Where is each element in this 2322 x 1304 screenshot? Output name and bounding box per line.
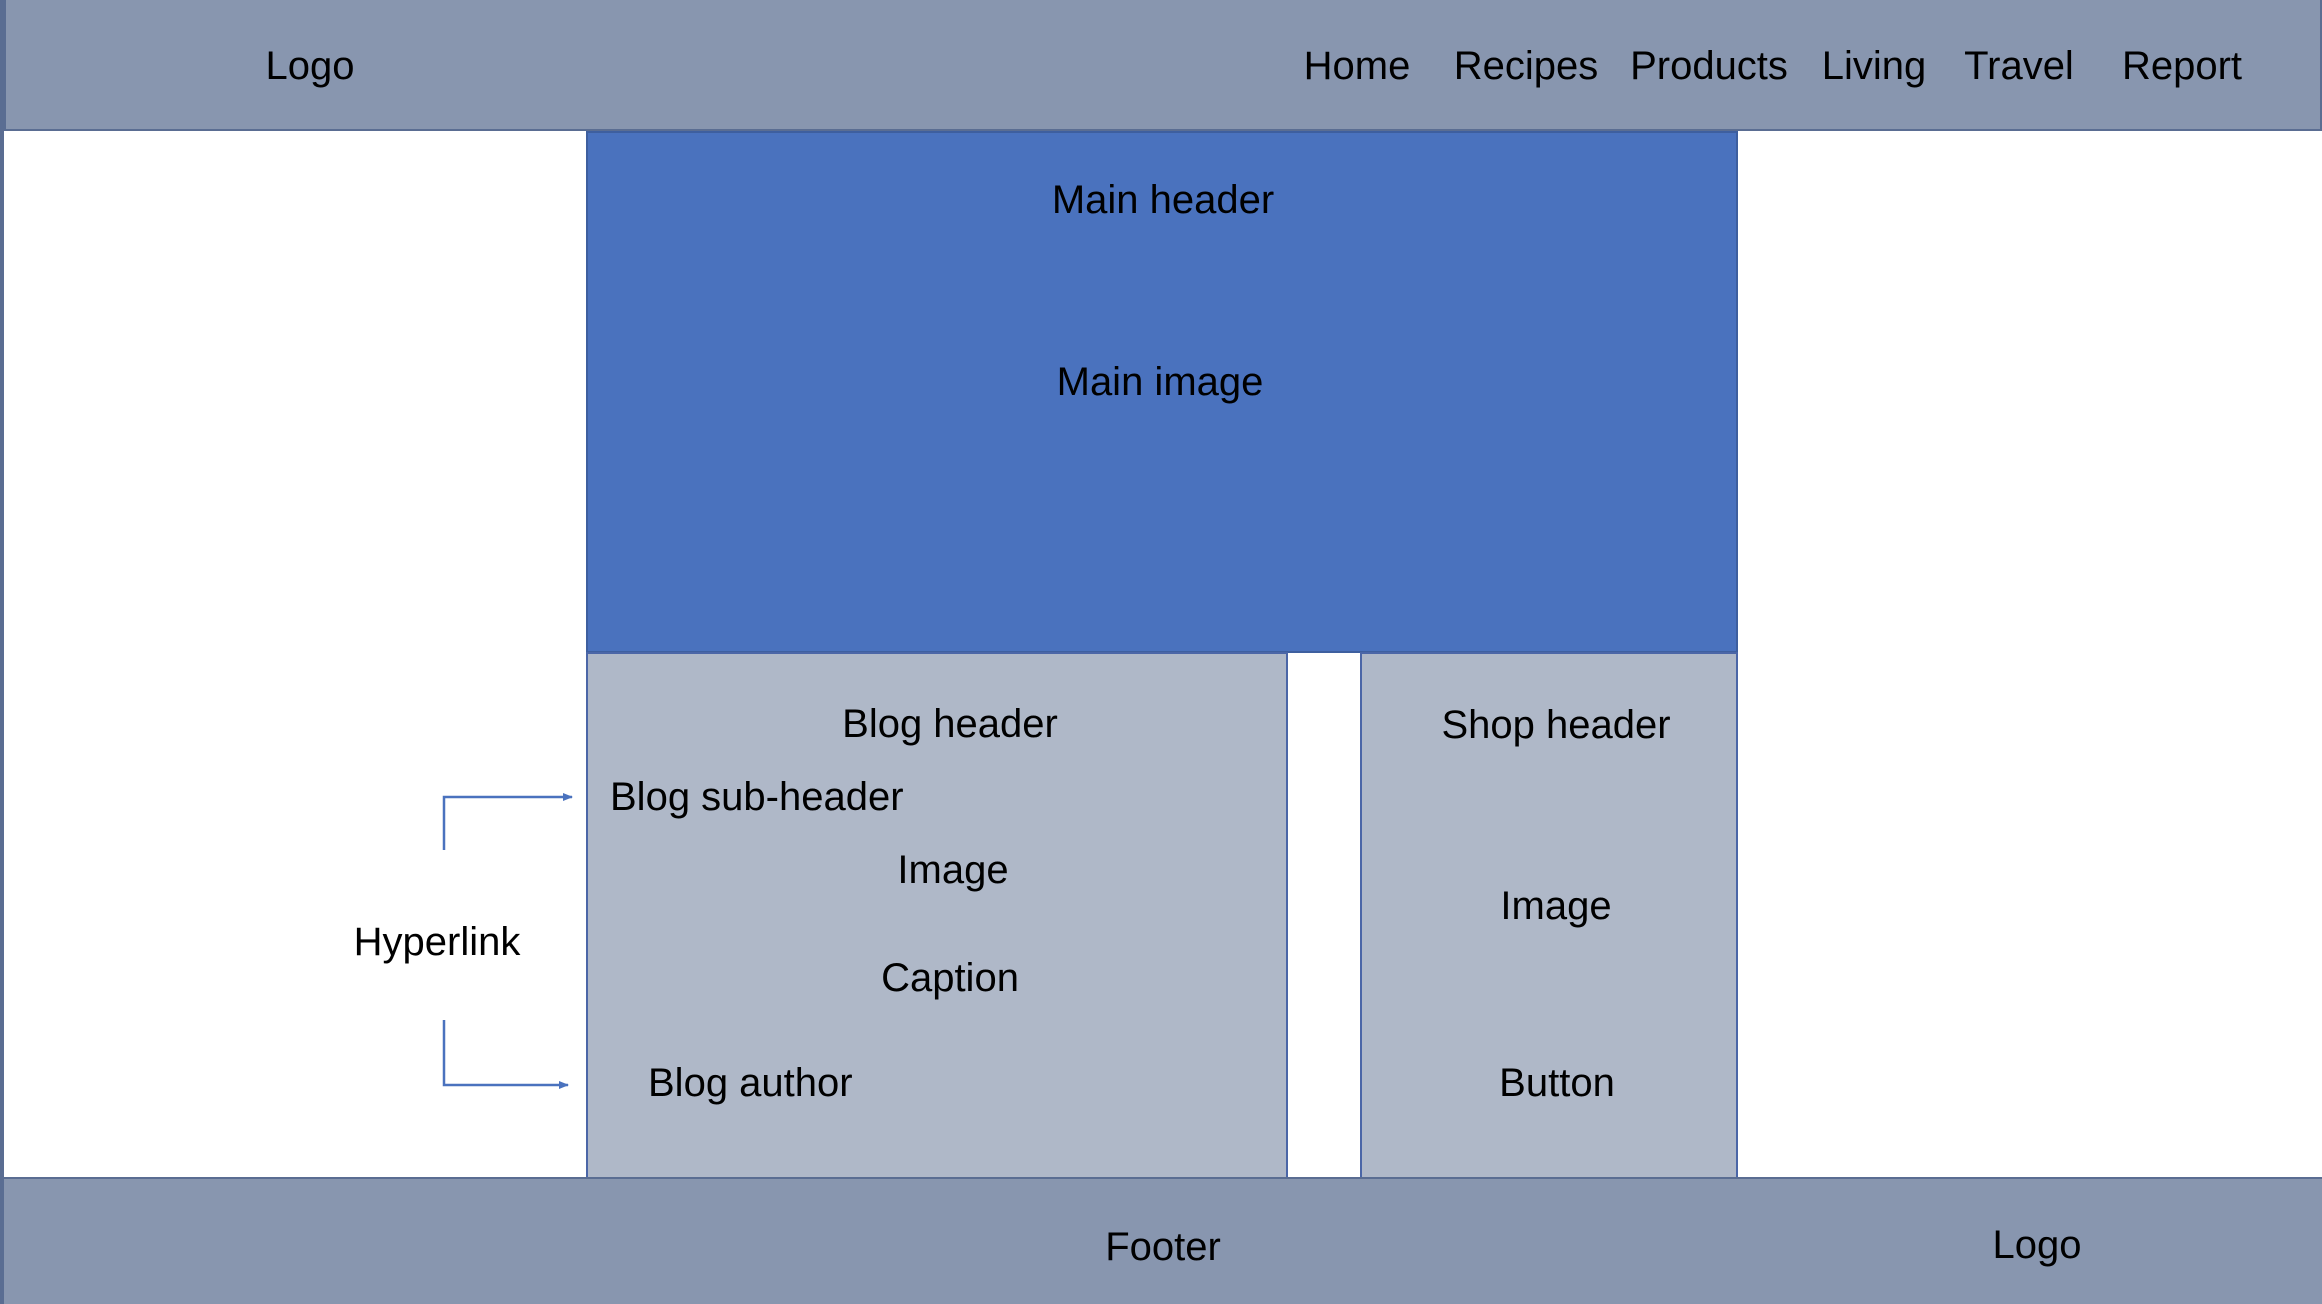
blog-caption-label: Caption [881, 956, 1019, 1000]
shop-header-label: Shop header [1441, 703, 1671, 747]
connector-arrow-to-author [442, 1020, 569, 1089]
nav-item-travel[interactable]: Travel [1964, 44, 2074, 88]
shop-panel [1360, 652, 1738, 1178]
connector-arrow-to-sub-header [442, 793, 573, 850]
main-image-label: Main image [1056, 360, 1264, 404]
blog-image-label: Image [897, 848, 1009, 892]
nav-item-home[interactable]: Home [1303, 44, 1411, 88]
nav-item-report[interactable]: Report [2121, 44, 2243, 88]
main-header-panel [586, 131, 1738, 653]
shop-image-label: Image [1500, 884, 1612, 928]
footer-bar [4, 1177, 2322, 1304]
main-header-label: Main header [1051, 178, 1275, 222]
hyperlink-annotation: Hyperlink [353, 920, 521, 964]
blog-sub-header-label[interactable]: Blog sub-header [610, 775, 904, 819]
nav-item-products[interactable]: Products [1630, 44, 1788, 88]
nav-item-living[interactable]: Living [1821, 44, 1927, 88]
footer-logo[interactable]: Logo [1992, 1223, 2082, 1267]
blog-author-label[interactable]: Blog author [648, 1061, 853, 1105]
blog-panel [586, 652, 1288, 1178]
shop-button-label[interactable]: Button [1499, 1061, 1615, 1105]
page-left-border [0, 0, 4, 1304]
blog-header-label: Blog header [842, 702, 1058, 746]
top-nav-bar [4, 0, 2322, 131]
header-logo[interactable]: Logo [265, 44, 355, 88]
footer-label: Footer [1105, 1225, 1221, 1269]
nav-item-recipes[interactable]: Recipes [1453, 44, 1599, 88]
